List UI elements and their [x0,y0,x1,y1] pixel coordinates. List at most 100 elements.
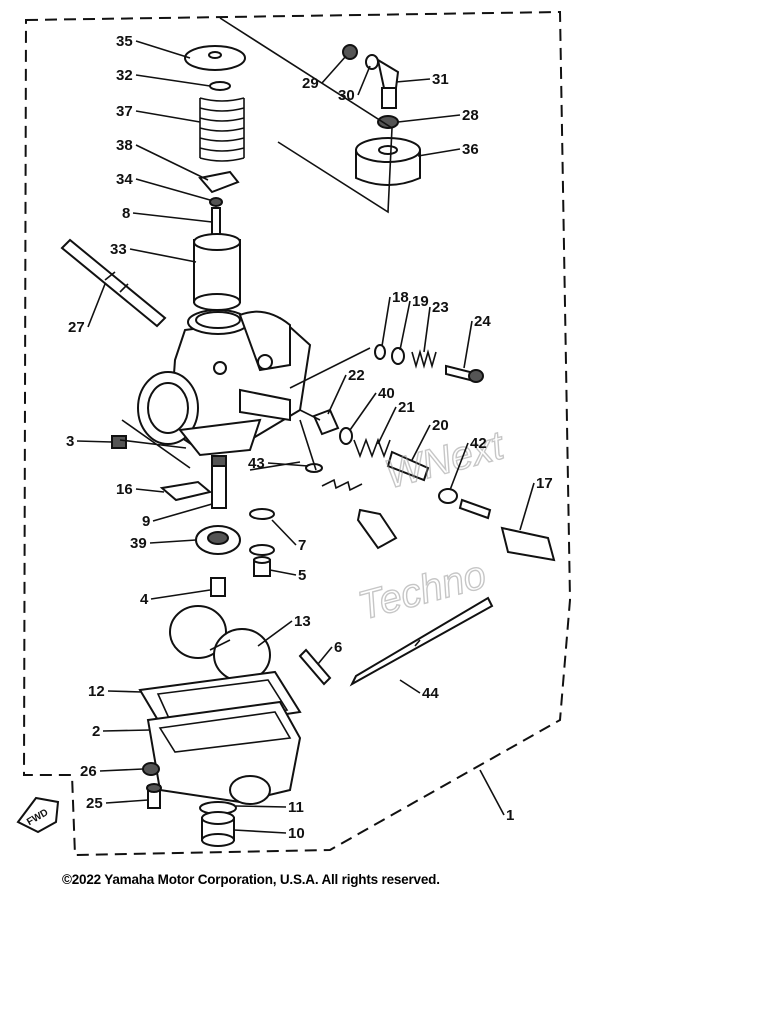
leader-line-24 [463,320,473,369]
fwd-arrow-icon: FWD [16,796,60,834]
part-41-screw [458,498,492,520]
leader-line-18 [381,296,391,347]
leader-line-7 [271,519,297,546]
callout-2: 2 [92,723,100,740]
part-40-oring [339,427,353,445]
side-guide-lines [249,347,371,471]
leader-line-22 [327,374,347,415]
callout-25: 25 [86,795,103,812]
part-10-drain-plug [201,811,235,847]
part-30-ring [365,54,379,70]
callout-36: 36 [462,141,479,158]
callout-18: 18 [392,289,409,306]
leader-line-30 [357,65,371,96]
part-27-overflow-tube [60,238,167,328]
part-13-floats [169,605,271,682]
callout-6: 6 [334,639,342,656]
part-25-screw [146,783,162,809]
callout-32: 32 [116,67,133,84]
callout-1: 1 [506,807,514,824]
callout-44: 44 [422,685,439,702]
callout-43: 43 [248,455,265,472]
leader-line-12 [107,690,143,693]
leader-line-31 [395,78,431,83]
part-22-cap [312,408,340,436]
callout-21: 21 [398,399,415,416]
callout-26: 26 [80,763,97,780]
part-23-spring [411,349,437,369]
part-7-washers [249,508,275,556]
leader-line-34 [135,178,211,201]
leader-line-8 [132,212,213,223]
leader-line-44 [399,679,421,694]
part-17-starter [500,526,556,562]
leader-lines [76,40,535,834]
leader-line-37 [135,110,201,123]
part-19-washer [391,347,405,365]
callout-31: 31 [432,71,449,88]
leader-line-42 [449,442,469,491]
part-29-nut [342,44,358,60]
leader-line-1 [479,769,505,816]
leader-line-28 [397,114,461,123]
part-16-plate [159,480,213,502]
leader-line-2 [102,729,151,732]
callout-33: 33 [110,241,127,258]
part-carburetor-body [137,309,312,457]
part-9-needle-jet [211,455,227,509]
watermark-line1: WNext [381,423,510,497]
callout-7: 7 [298,537,306,554]
callout-42: 42 [470,435,487,452]
leader-line-36 [417,148,461,157]
leader-line-40 [349,392,377,431]
leader-line-17 [519,482,535,531]
part-31-cable-adjuster [376,57,400,109]
callout-24: 24 [474,313,491,330]
callout-29: 29 [302,75,319,92]
leader-line-16 [135,488,165,493]
part-37-spring [199,97,245,162]
leader-line-25 [105,799,149,804]
part-26-plug [142,762,160,776]
leader-line-43 [267,462,309,467]
leader-line-4 [150,589,211,600]
leader-line-13 [257,620,293,647]
callout-27: 27 [68,319,85,336]
part-42-nut [438,488,458,504]
leader-line-26 [99,768,144,772]
callout-38: 38 [116,137,133,154]
part-18-oring [374,344,386,360]
callout-19: 19 [412,293,429,310]
assembly-boundary [22,10,572,857]
part-15-pilot-screw [356,508,398,550]
part-39-nut [195,525,241,555]
part-34-clip [209,197,223,207]
cap-guide-line [219,17,393,214]
leader-line-6 [317,646,333,665]
copyright-notice: ©2022 Yamaha Motor Corporation, U.S.A. A… [62,872,440,887]
callout-3: 3 [66,433,74,450]
callout-28: 28 [462,107,479,124]
callout-39: 39 [130,535,147,552]
callout-22: 22 [348,367,365,384]
part-5-jet [253,556,271,577]
leader-line-9 [152,503,213,522]
leader-line-29 [321,55,347,84]
leader-line-32 [135,74,211,87]
part-35-washer [184,45,246,71]
part-32-clip [209,81,231,91]
callout-10: 10 [288,825,305,842]
watermark: WNext Techno [353,422,510,629]
callout-16: 16 [116,481,133,498]
leader-line-23 [423,306,431,353]
callout-9: 9 [142,513,150,530]
callout-34: 34 [116,171,133,188]
part-33-throttle-valve [193,233,241,311]
part-6-float-pin [298,648,332,686]
part-20-plunger [386,450,430,482]
part-38-plate [198,170,240,194]
part-2-float-bowl [146,700,302,805]
part-44-drain-tube [349,596,494,687]
part-3-screw [111,435,127,449]
